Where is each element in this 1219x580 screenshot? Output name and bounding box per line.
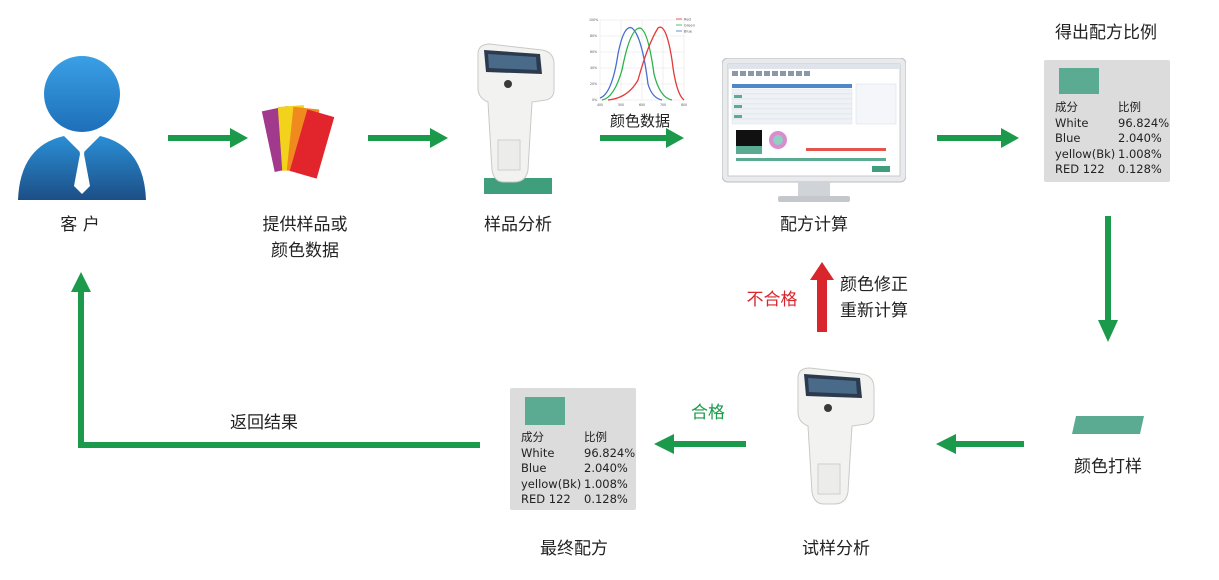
arrow-ratio-to-proof: [1098, 216, 1118, 342]
table-row: White 96.824%: [1055, 116, 1169, 132]
ratio-card-top: 成分 比例 White 96.824% Blue 2.040% yellow(Bk)1…: [1044, 60, 1170, 182]
table-cell: 0.128%: [584, 492, 628, 506]
arrow-fail-recalc: [810, 262, 834, 332]
legend-red: Red: [684, 17, 691, 21]
get-ratio-label: 得出配方比例: [1055, 23, 1157, 43]
sample-analysis-label: 样品分析: [484, 215, 552, 235]
customer-label: 客 户: [60, 215, 100, 235]
ytick: 100%: [589, 18, 598, 22]
provide-sample-label: 提供样品或 颜色数据: [262, 215, 348, 261]
ytick: 60%: [590, 50, 597, 54]
arrow-analysis-to-calc: [600, 128, 684, 148]
arrow-sample-to-analysis: [368, 128, 448, 148]
fail-label: 不合格: [746, 290, 798, 310]
arrow-return-to-customer: [71, 272, 480, 448]
table-cell: White: [1055, 115, 1089, 130]
computer-monitor-icon: [722, 58, 906, 202]
xtick: 600: [639, 103, 645, 107]
table-cell: RED 122: [521, 492, 571, 506]
xtick: 700: [660, 103, 666, 107]
table-cell: yellow(Bk): [1055, 146, 1116, 161]
table-row: yellow(Bk)1.008%: [521, 477, 635, 493]
table-cell: 1.008%: [1118, 146, 1162, 161]
pass-label: 合格: [691, 403, 725, 423]
table-row: RED 122 0.128%: [1055, 162, 1169, 178]
xtick: 500: [618, 103, 624, 107]
table-cell: 2.040%: [584, 461, 628, 475]
arrow-proof-to-trial: [936, 434, 1024, 454]
table-cell: Blue: [1055, 131, 1081, 145]
table-cell: Blue: [521, 461, 547, 475]
table-cell: 比例: [1118, 100, 1141, 114]
spectrophotometer-icon: [477, 43, 555, 194]
color-proof-swatch: [1072, 416, 1144, 434]
color-proof-label: 颜色打样: [1074, 457, 1142, 477]
ratio-card-final: 成分 比例 White 96.824% Blue 2.040% yellow(Bk)1…: [510, 388, 636, 510]
arrow-calc-to-ratio: [937, 128, 1019, 148]
color-cards-icon: [261, 105, 335, 179]
table-cell: 成分: [1055, 100, 1078, 114]
ytick: 0%: [592, 98, 597, 102]
recalc-label: 颜色修正 重新计算: [840, 275, 908, 321]
table-cell: 96.824%: [1118, 115, 1170, 130]
table-row: yellow(Bk)1.008%: [1055, 147, 1169, 163]
xtick: 400: [597, 103, 603, 107]
table-row: Blue 2.040%: [1055, 131, 1169, 147]
trial-analysis-label: 试样分析: [802, 539, 870, 559]
color-swatch: [1059, 68, 1099, 94]
legend-blue: Blue: [684, 29, 693, 33]
table-row: 成分 比例: [1055, 100, 1169, 116]
table-cell: 0.128%: [1118, 162, 1162, 176]
table-cell: 比例: [584, 430, 607, 444]
table-cell: RED 122: [1055, 162, 1105, 176]
formula-calc-label: 配方计算: [780, 215, 848, 235]
final-formula-label: 最终配方: [540, 539, 608, 559]
spectral-curve-chart: 100% 80% 60% 40% 20% 0% 400 500 600 700 …: [588, 14, 698, 108]
ratio-table: 成分 比例 White 96.824% Blue 2.040% yellow(Bk)1…: [521, 430, 635, 508]
color-data-label: 颜色数据: [609, 112, 670, 130]
ratio-table: 成分 比例 White 96.824% Blue 2.040% yellow(Bk)1…: [1055, 100, 1169, 178]
arrow-pass: [654, 434, 746, 454]
legend-green: Green: [684, 23, 695, 27]
table-row: 成分 比例: [521, 430, 635, 446]
table-cell: 96.824%: [584, 445, 636, 460]
arrow-customer-to-sample: [168, 128, 248, 148]
table-cell: 1.008%: [584, 476, 628, 491]
table-cell: White: [521, 445, 555, 460]
table-row: Blue 2.040%: [521, 461, 635, 477]
ytick: 40%: [590, 66, 597, 70]
table-row: RED 122 0.128%: [521, 492, 635, 508]
table-cell: 成分: [521, 430, 544, 444]
table-row: White 96.824%: [521, 446, 635, 462]
return-result-label: 返回结果: [230, 413, 298, 433]
ytick: 80%: [590, 34, 597, 38]
customer-icon: [18, 56, 146, 200]
table-cell: yellow(Bk): [521, 476, 582, 491]
ytick: 20%: [590, 82, 597, 86]
trial-spectrophotometer-icon: [797, 367, 875, 505]
xtick: 800: [681, 103, 687, 107]
table-cell: 2.040%: [1118, 131, 1162, 145]
color-swatch: [525, 397, 565, 425]
